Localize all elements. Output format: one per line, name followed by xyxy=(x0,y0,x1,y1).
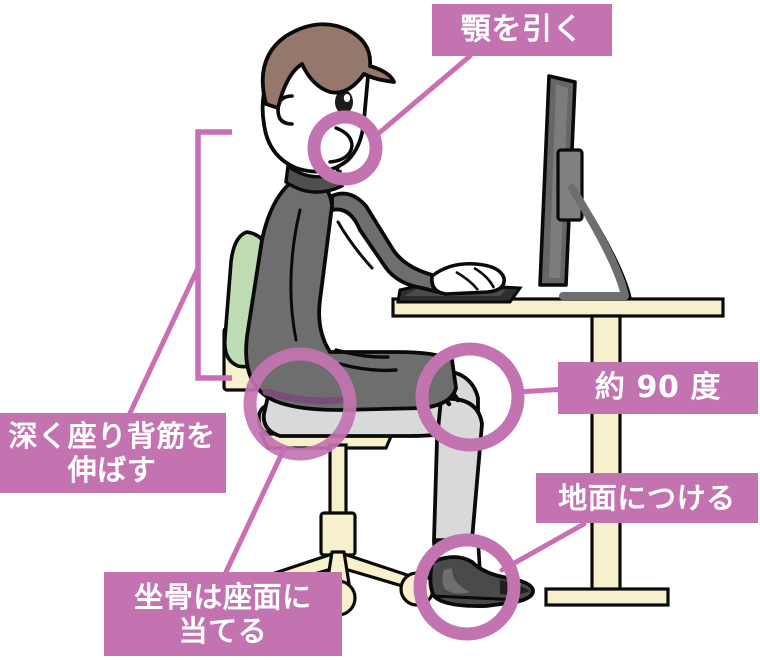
chin-highlight-ring xyxy=(307,110,383,186)
monitor xyxy=(538,74,632,300)
knee-highlight-ring xyxy=(415,342,525,452)
callout-knee[interactable]: 約 90 度 xyxy=(558,362,758,414)
callout-sitbone[interactable]: 坐骨は座面に 当てる xyxy=(104,572,342,656)
callout-chin[interactable]: 顎を引く xyxy=(432,4,612,56)
leader-ground xyxy=(499,521,587,573)
leader-sitbone xyxy=(223,446,287,575)
leader-chin xyxy=(369,53,473,142)
person-head xyxy=(260,22,396,174)
hip-highlight-ring xyxy=(243,347,357,461)
spine-bracket xyxy=(195,129,232,381)
foot-highlight-ring xyxy=(413,533,521,641)
person-waistband xyxy=(262,388,344,405)
person-hand xyxy=(429,261,506,296)
callout-back[interactable]: 深く座り背筋を 伸ばす xyxy=(0,413,226,493)
leader-back xyxy=(127,265,201,416)
person-arm xyxy=(330,191,440,294)
person-collar xyxy=(284,162,344,194)
callout-ground[interactable]: 地面につける xyxy=(536,473,758,523)
highlight-rings xyxy=(243,110,525,641)
